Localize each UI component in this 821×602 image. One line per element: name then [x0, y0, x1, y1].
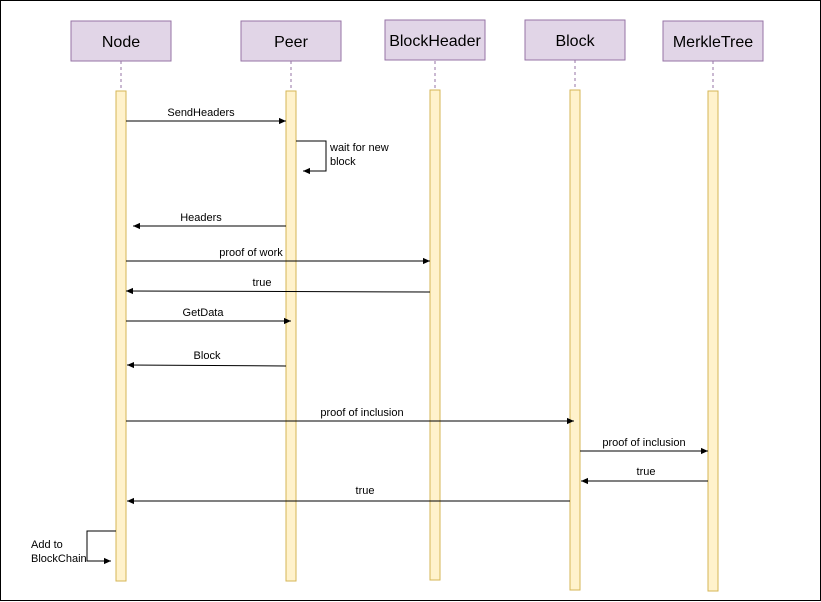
- actor-merkletree[interactable]: MerkleTree: [662, 20, 764, 62]
- actor-blockheader-label: BlockHeader: [389, 33, 481, 50]
- actor-peer[interactable]: Peer: [240, 20, 342, 62]
- message-true-block: true: [126, 485, 570, 505]
- message-true-merkletree-label: true: [637, 466, 656, 478]
- actor-node-label: Node: [102, 34, 140, 51]
- actor-merkletree-label: MerkleTree: [673, 34, 753, 51]
- activation-merkletree: [707, 90, 719, 592]
- message-true-blockheader-label: true: [253, 277, 272, 289]
- message-sendheaders: SendHeaders: [126, 107, 286, 125]
- message-headers: Headers: [133, 212, 286, 230]
- message-proof-of-work: proof of work: [126, 247, 430, 265]
- message-true-blockheader: true: [125, 277, 431, 295]
- activation-node: [115, 90, 127, 582]
- message-proof-of-inclusion-merkletree: proof of inclusion: [580, 437, 708, 455]
- message-block: Block: [126, 350, 287, 369]
- message-proof-of-inclusion-block: proof of inclusion: [126, 407, 574, 425]
- message-wait-label: wait for new block: [329, 142, 392, 168]
- message-proof-of-work-label: proof of work: [219, 247, 283, 259]
- message-proof-of-inclusion-block-label: proof of inclusion: [320, 407, 403, 419]
- actor-block[interactable]: Block: [524, 19, 626, 61]
- message-block-label: Block: [194, 350, 221, 362]
- message-true-merkletree: true: [581, 466, 708, 485]
- message-add-to-blockchain: Add to BlockChain: [31, 530, 116, 565]
- actor-node[interactable]: Node: [70, 20, 172, 62]
- activation-block: [569, 89, 581, 591]
- message-headers-label: Headers: [180, 212, 222, 224]
- message-proof-of-inclusion-merkletree-label: proof of inclusion: [602, 437, 685, 449]
- message-getdata-label: GetData: [183, 307, 225, 319]
- message-true-block-label: true: [356, 485, 375, 497]
- actor-block-label: Block: [555, 33, 595, 50]
- message-add-to-blockchain-label: Add to BlockChain: [31, 539, 87, 565]
- message-getdata: GetData: [126, 307, 291, 325]
- actor-blockheader[interactable]: BlockHeader: [384, 19, 486, 61]
- activation-blockheader: [429, 89, 441, 581]
- activation-peer: [285, 90, 297, 582]
- message-wait-for-new-block: wait for new block: [296, 140, 392, 175]
- actor-peer-label: Peer: [274, 34, 308, 51]
- message-sendheaders-label: SendHeaders: [167, 107, 235, 119]
